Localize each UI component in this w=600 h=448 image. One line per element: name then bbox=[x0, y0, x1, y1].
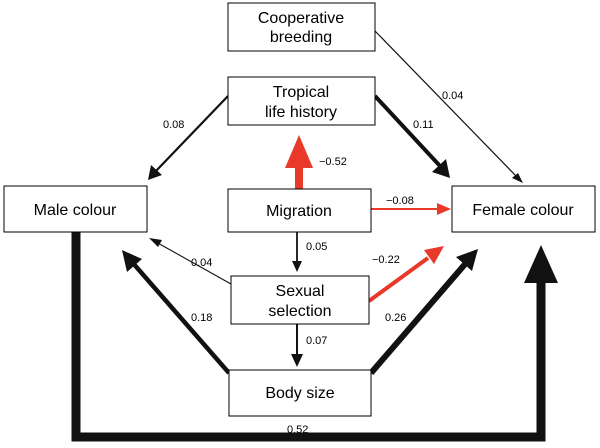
arrow-coop-to-female bbox=[374, 30, 523, 183]
arrow-tropical-to-female bbox=[373, 94, 450, 178]
node-tropical-line2: life history bbox=[265, 104, 337, 121]
coef-body-to-female: 0.26 bbox=[385, 312, 406, 324]
node-sexual-selection-line2: selection bbox=[268, 303, 331, 320]
arrow-migration-to-sexual bbox=[292, 232, 302, 272]
arrow-body-to-female bbox=[368, 249, 478, 375]
coef-tropical-to-male: 0.08 bbox=[163, 119, 184, 131]
node-body-size-label: Body size bbox=[265, 385, 334, 402]
coef-sexual-to-male: 0.04 bbox=[191, 257, 212, 269]
node-migration-label: Migration bbox=[266, 203, 332, 220]
node-female-colour: Female colour bbox=[451, 185, 596, 233]
coef-sexual-to-female: −0.22 bbox=[372, 254, 400, 266]
coef-coop-to-female: 0.04 bbox=[442, 90, 463, 102]
coef-tropical-to-female: 0.11 bbox=[413, 119, 434, 131]
coefficients: 0.04 0.08 0.11 −0.52 −0.08 0.05 0.04 −0.… bbox=[163, 90, 463, 436]
node-cooperative-breeding-line2: breeding bbox=[270, 29, 332, 46]
node-sexual-selection-line1: Sexual bbox=[276, 283, 325, 300]
coef-migration-to-sexual: 0.05 bbox=[306, 241, 327, 253]
node-cooperative-breeding-line1: Cooperative bbox=[258, 10, 344, 27]
coef-migration-to-tropical: −0.52 bbox=[319, 156, 347, 168]
arrow-tropical-to-male bbox=[148, 95, 229, 180]
arrow-sexual-to-female bbox=[367, 246, 444, 303]
arrow-migration-to-female bbox=[371, 203, 451, 215]
node-tropical-life-history: Tropical life history bbox=[227, 76, 376, 126]
arrow-sexual-to-male bbox=[149, 238, 232, 285]
node-body-size: Body size bbox=[228, 369, 372, 417]
arrow-body-to-male bbox=[122, 250, 231, 375]
arrow-male-to-female bbox=[71, 232, 558, 442]
coef-body-to-male: 0.18 bbox=[191, 312, 212, 324]
coef-male-to-female: 0.52 bbox=[287, 424, 308, 436]
coef-migration-to-female: −0.08 bbox=[386, 195, 414, 207]
arrows bbox=[71, 30, 558, 442]
arrow-sexual-to-body bbox=[291, 324, 303, 367]
arrow-migration-to-tropical bbox=[285, 135, 313, 190]
node-migration: Migration bbox=[227, 188, 372, 233]
node-male-colour: Male colour bbox=[3, 185, 148, 233]
node-cooperative-breeding: Cooperative breeding bbox=[227, 2, 376, 52]
node-sexual-selection: Sexual selection bbox=[230, 275, 370, 325]
node-male-colour-label: Male colour bbox=[34, 202, 117, 219]
coef-sexual-to-body: 0.07 bbox=[306, 335, 327, 347]
node-female-colour-label: Female colour bbox=[472, 202, 574, 219]
node-tropical-line1: Tropical bbox=[273, 84, 329, 101]
